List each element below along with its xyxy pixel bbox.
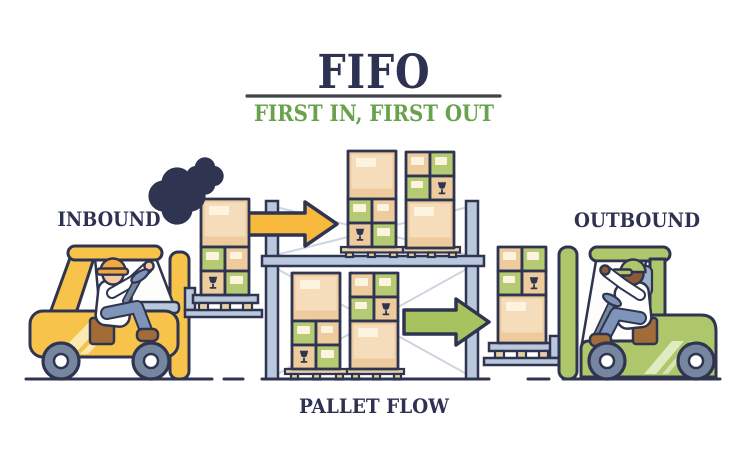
driver-leg <box>598 309 645 344</box>
inbound-arrow-icon <box>244 200 339 248</box>
wheel-hub <box>687 352 705 370</box>
pallet-flow-label: PALLET FLOW <box>299 394 449 418</box>
pallet-leg <box>388 251 399 259</box>
steering-wheel <box>130 268 150 284</box>
forklift-mast <box>557 245 579 381</box>
inbound-label: INBOUND <box>58 207 161 231</box>
pallet-stack-top-left <box>348 151 396 247</box>
pallet-leg <box>344 251 355 259</box>
sparkle-icon <box>164 183 190 209</box>
steering-column <box>594 300 615 338</box>
wheel-hub <box>142 352 160 370</box>
pallet-stack-top-right <box>406 152 454 248</box>
rack-post-right <box>464 199 480 381</box>
pallet-stack-bottom-left <box>292 273 340 369</box>
pallet-leg <box>447 251 458 259</box>
pallet-leg <box>197 301 210 312</box>
wheel-hub <box>52 352 70 370</box>
steering-wheel <box>601 292 623 308</box>
outbound-forklift <box>482 245 718 381</box>
pallet-stack-inbound-load <box>201 199 249 295</box>
pallet-leg <box>219 301 232 312</box>
diagram-subtitle: FIRST IN, FIRST OUT <box>254 101 495 127</box>
wheel-hub <box>598 352 616 370</box>
pallet-stack-outbound-load <box>498 247 546 343</box>
fork-blade <box>482 356 562 367</box>
driver-shoe <box>135 327 160 343</box>
driver-hand <box>599 264 611 276</box>
pallet-rack <box>260 151 486 381</box>
sparkle-icon <box>197 168 214 185</box>
inbound-forklift <box>28 199 264 381</box>
driver-leg <box>102 302 152 338</box>
pallet-leg <box>426 251 437 259</box>
outbound-driver <box>588 258 659 348</box>
pallet-leg <box>366 251 377 259</box>
cab-rear-post <box>48 256 96 315</box>
hard-hat-brim <box>95 267 130 276</box>
pallet-leg <box>406 251 417 259</box>
inbound-driver <box>88 257 160 346</box>
driver-arm <box>603 268 644 299</box>
diagram-title: FIFO <box>318 45 431 100</box>
outbound-label: OUTBOUND <box>574 208 700 232</box>
pallet-stack-bottom-right <box>350 273 398 369</box>
outbound-arrow-icon <box>402 297 491 347</box>
pallet-leg <box>241 301 254 312</box>
body-highlight <box>644 341 684 374</box>
